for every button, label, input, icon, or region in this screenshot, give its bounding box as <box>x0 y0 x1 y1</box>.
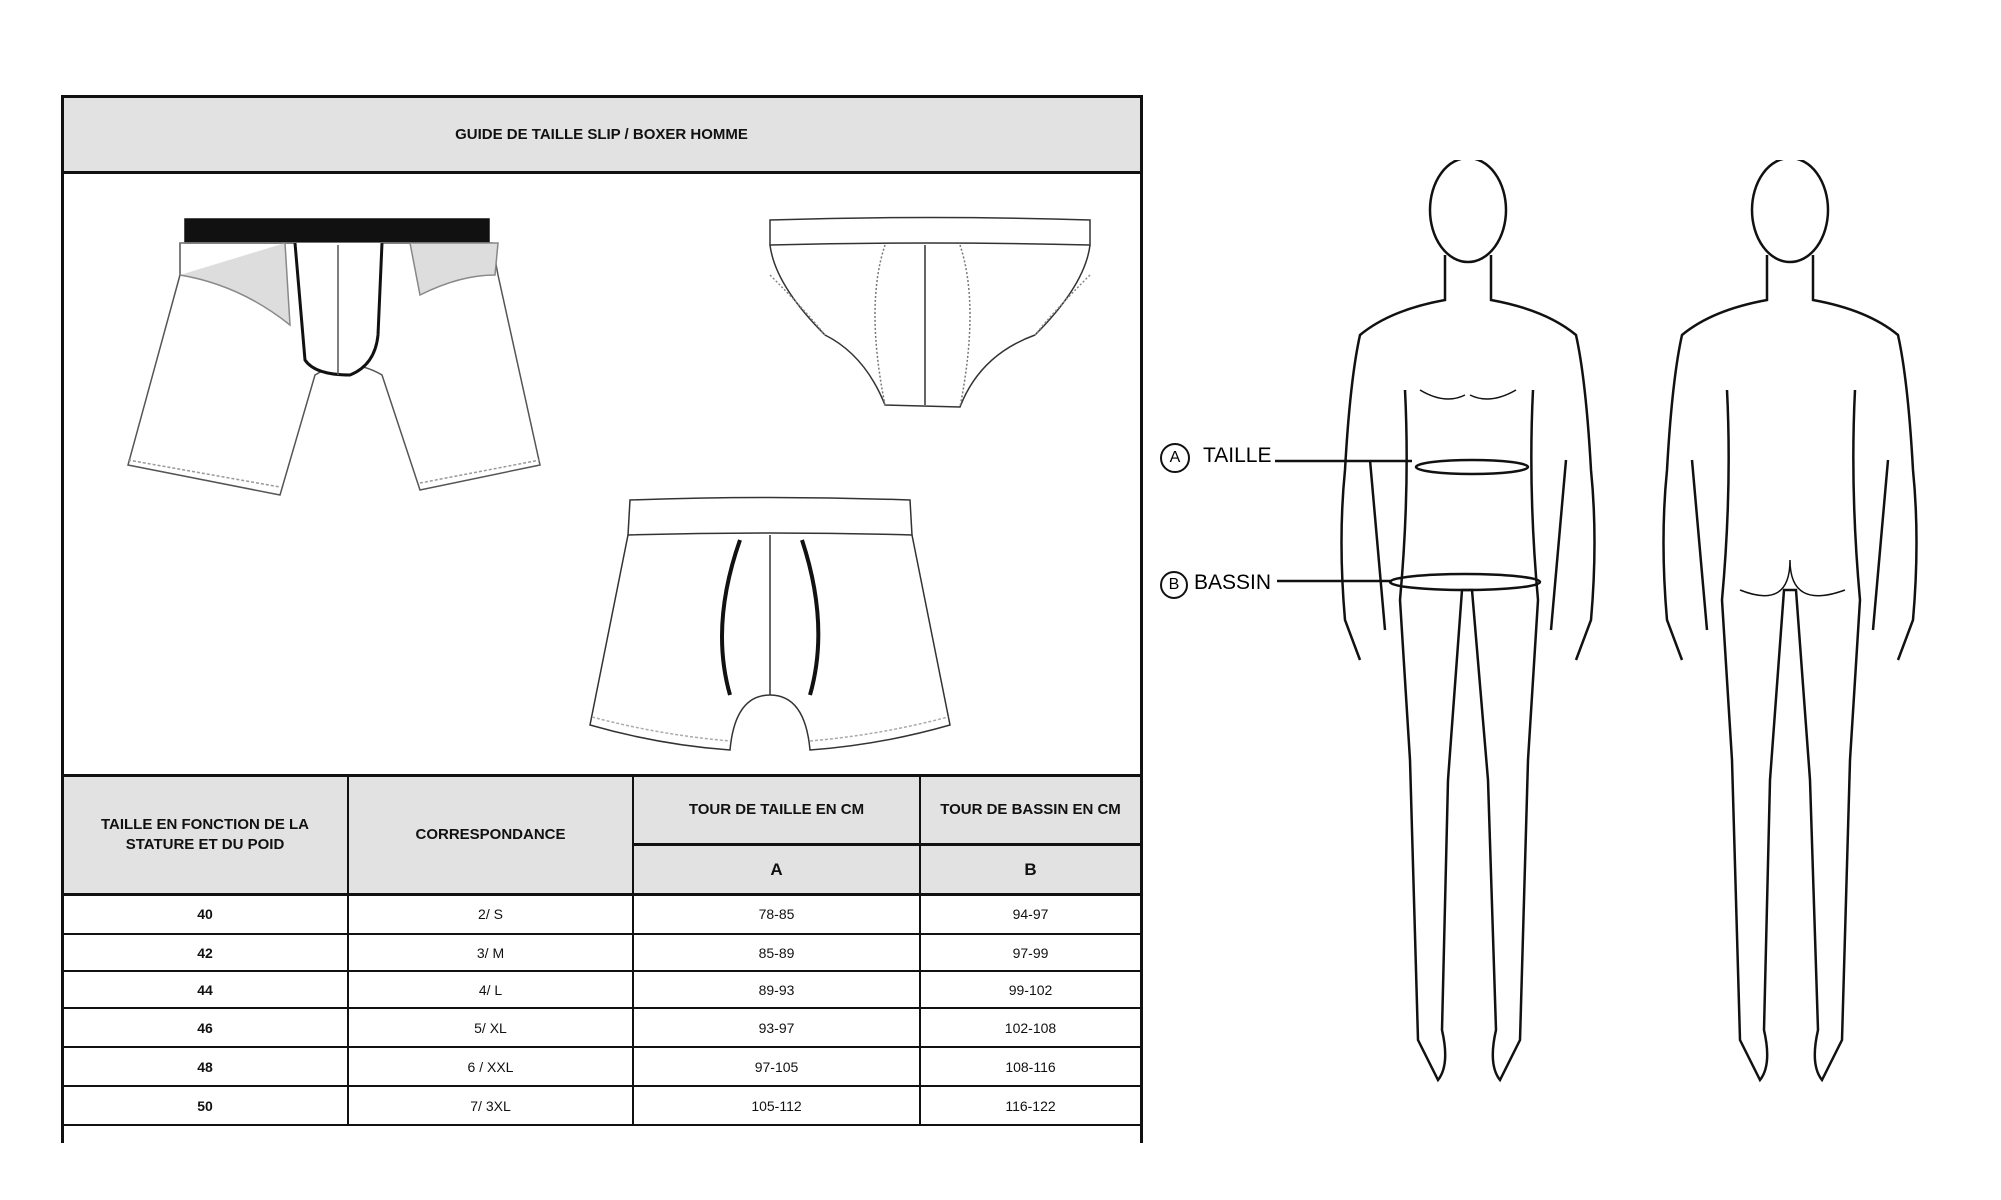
cell-size: 48 <box>197 1058 213 1075</box>
cell-size: 40 <box>197 906 213 922</box>
cell-waist: 97-105 <box>754 1058 799 1075</box>
label-b-badge: B <box>1160 571 1188 599</box>
cell-waist: 105-112 <box>751 1097 802 1114</box>
header-size: TAILLE EN FONCTION DE LA STATURE ET DU P… <box>62 775 348 895</box>
cell-hip: 94-97 <box>1012 906 1049 922</box>
label-b-text: BASSIN <box>1194 571 1272 594</box>
cell-hip: 102-108 <box>1004 1019 1057 1036</box>
cell-corr: 7/ 3XL <box>470 1097 511 1114</box>
label-a-text: TAILLE <box>1203 444 1272 467</box>
header-waist-code: A <box>633 844 920 895</box>
boxer-drawing <box>589 496 951 751</box>
header-waist: TOUR DE TAILLE EN CM <box>633 775 920 844</box>
cell-corr: 3/ M <box>476 944 505 961</box>
header-hip-code: B <box>920 844 1141 895</box>
header-hip: TOUR DE BASSIN EN CM <box>920 775 1141 844</box>
measurement-lines <box>1275 458 1542 592</box>
body-front-figure <box>1340 160 1596 1083</box>
header-correspondance: CORRESPONDANCE <box>348 775 633 895</box>
boxer-brief-drawing <box>127 218 541 496</box>
cell-hip: 97-99 <box>1012 944 1049 961</box>
cell-hip: 108-116 <box>1005 1058 1056 1075</box>
cell-size: 42 <box>197 944 213 961</box>
cell-waist: 89-93 <box>758 981 795 998</box>
cell-corr: 6 / XXL <box>467 1058 514 1075</box>
body-back-figure <box>1662 160 1918 1083</box>
cell-size: 50 <box>197 1097 213 1114</box>
cell-size: 44 <box>197 981 213 998</box>
waist-measure-ellipse <box>1414 458 1530 476</box>
cell-corr: 4/ L <box>478 981 503 998</box>
hip-measure-ellipse <box>1388 572 1542 592</box>
cell-waist: 93-97 <box>758 1019 795 1036</box>
cell-waist: 85-89 <box>758 944 795 961</box>
cell-corr: 5/ XL <box>474 1019 507 1036</box>
cell-size: 46 <box>197 1019 213 1036</box>
cell-waist: 78-85 <box>758 906 795 922</box>
table-title: GUIDE DE TAILLE SLIP / BOXER HOMME <box>62 96 1141 172</box>
cell-hip: 116-122 <box>1005 1097 1056 1114</box>
label-a-badge: A <box>1160 443 1190 473</box>
cell-corr: 2/ S <box>478 906 503 922</box>
brief-drawing <box>769 216 1091 408</box>
cell-hip: 99-102 <box>1008 981 1053 998</box>
